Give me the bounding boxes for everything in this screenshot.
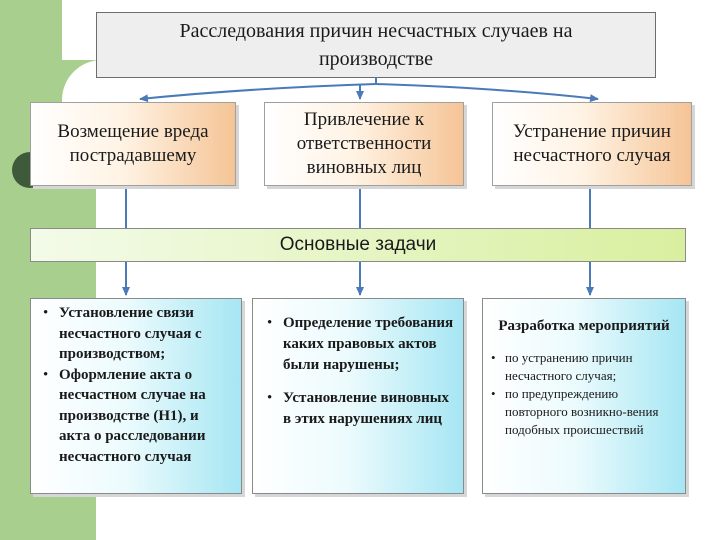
goal-text: Привлечение к ответственности виновных л… — [296, 109, 432, 178]
main-tasks-bar: Основные задачи — [30, 228, 686, 262]
bullet-icon: • — [267, 390, 273, 406]
arrow-to-goal3 — [375, 83, 599, 103]
panel-heading: Разработка мероприятий — [498, 318, 670, 334]
bullet-icon: • — [491, 386, 496, 401]
list-item-text: Установление связи несчастного случая с … — [59, 305, 202, 362]
list-item-text: по предупреждению повторного возникно-ве… — [505, 386, 659, 437]
title-box: Расследования причин несчастных случаев … — [96, 12, 656, 78]
goal-box-liability: Привлечение к ответственности виновных л… — [264, 102, 464, 186]
task-panel-2: • Определение требования каких правовых … — [252, 298, 464, 494]
task-panel-3: Разработка мероприятий • по устранению п… — [482, 298, 686, 494]
list-item: • Определение требования каких правовых … — [267, 313, 455, 376]
task-list: • Определение требования каких правовых … — [253, 299, 463, 430]
bullet-icon: • — [43, 305, 49, 321]
goal-text: Возмещение вреда пострадавшему — [57, 121, 209, 166]
task-panel-1: • Установление связи несчастного случая … — [30, 298, 242, 494]
list-item: • Оформление акта о несчастном случае на… — [43, 365, 235, 427]
list-item-continuation: акта о расследовании несчастного случая — [43, 426, 235, 467]
list-item: • Установление связи несчастного случая … — [43, 303, 235, 365]
main-tasks-label: Основные задачи — [279, 234, 437, 255]
goal-text: Устранение причин несчастного случая — [513, 121, 671, 166]
bullet-icon: • — [267, 315, 273, 331]
list-item: • по предупреждению повторного возникно-… — [491, 385, 679, 439]
list-item-text: акта о расследовании несчастного случая — [59, 428, 206, 465]
arrow-to-goal1 — [139, 83, 377, 103]
list-item: • Установление виновных в этих нарушения… — [267, 388, 455, 430]
bullet-icon: • — [491, 350, 496, 365]
list-item-text: по устранению причин несчастного случая; — [505, 350, 633, 383]
list-item-text: Определение требования каких правовых ак… — [283, 315, 454, 373]
list-item: • по устранению причин несчастного случа… — [491, 349, 679, 385]
bullet-icon: • — [43, 366, 49, 383]
title-text: Расследования причин несчастных случаев … — [179, 20, 573, 70]
task-list: • Установление связи несчастного случая … — [31, 299, 241, 467]
list-item-text: Установление виновных в этих нарушениях … — [283, 390, 450, 427]
list-item-text: Оформление акта о несчастном случае на п… — [59, 366, 206, 424]
task-list: • по устранению причин несчастного случа… — [483, 349, 685, 439]
goal-box-elimination: Устранение причин несчастного случая — [492, 102, 692, 186]
goal-box-compensation: Возмещение вреда пострадавшему — [30, 102, 236, 186]
